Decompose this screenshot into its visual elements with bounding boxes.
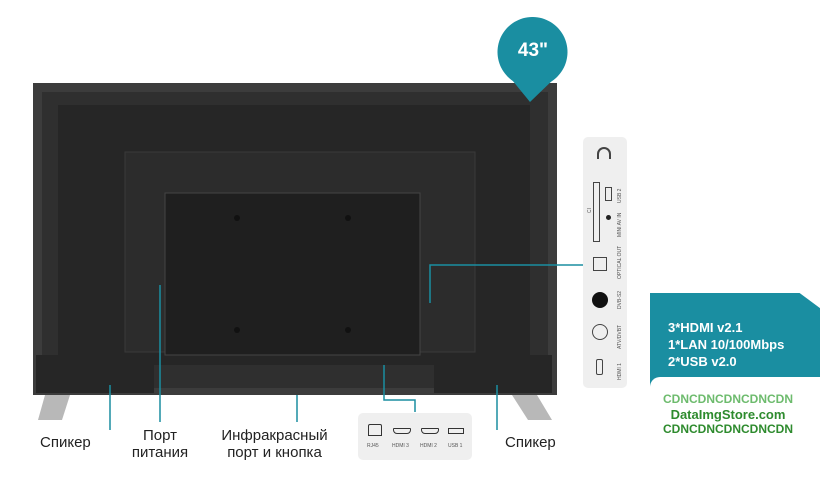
atv-label: ATV/DVBT: [617, 324, 623, 349]
callout-lines: [109, 264, 583, 430]
rj45-label: RJ45: [367, 443, 379, 449]
watermark-line1: CDNCDNCDNCDNCDN: [663, 392, 793, 406]
speaker-right-label: Спикер: [505, 434, 556, 451]
watermark-line2: DataImgStore.com: [670, 407, 786, 422]
hdmi3-label: HDMI 3: [392, 443, 409, 449]
atv-port-icon: [592, 324, 608, 340]
ci-label: CI: [587, 208, 593, 213]
usb1-label: USB 1: [448, 443, 463, 449]
spec-usb: 2*USB v2.0: [668, 354, 737, 369]
hdmi-port-icon: [393, 428, 411, 434]
ir-label-line2: порт и кнопка: [227, 444, 322, 461]
spec-lan: 1*LAN 10/100Mbps: [668, 337, 785, 352]
left-speaker: [36, 355, 154, 393]
usb-port-icon: [605, 187, 612, 201]
specs-box: 3*HDMI v2.1 1*LAN 10/100Mbps 2*USB v2.0: [650, 293, 820, 377]
watermark-line3: CDNCDNCDNCDNCDN: [663, 422, 793, 436]
rj45-icon: [368, 424, 382, 436]
left-foot: [38, 395, 70, 420]
hdmi-port-icon: [421, 428, 439, 434]
size-badge: 43": [517, 40, 549, 61]
dvbs2-label: DVB-S2: [617, 290, 623, 309]
hdmi2-label: HDMI 2: [420, 443, 437, 449]
usb2-label: USB 2: [617, 188, 623, 203]
speaker-left-label: Спикер: [40, 434, 91, 451]
optical-port-icon: [593, 257, 607, 271]
right-speaker: [434, 355, 552, 393]
hdmi-port-icon: [596, 359, 603, 375]
mini-av-label: MINI AV IN: [617, 212, 623, 237]
power-label-line1: Порт: [142, 427, 177, 444]
optical-label: OPTICAL OUT: [617, 245, 623, 279]
ir-port-label: Инфракрасный порт и кнопка: [212, 427, 337, 461]
usb-port-icon: [448, 428, 464, 434]
dvbs2-port-icon: [592, 292, 608, 308]
hdmi1-label: HDMI 1: [617, 363, 623, 380]
ir-label-line1: Инфракрасный: [221, 427, 328, 444]
ci-slot-icon: [593, 182, 600, 242]
bottom-port-panel: RJ45 HDMI 3 HDMI 2 USB 1: [358, 413, 472, 460]
headphone-icon: [597, 147, 611, 159]
power-label-line2: питания: [131, 444, 189, 461]
spec-hdmi: 3*HDMI v2.1: [668, 320, 743, 335]
right-foot: [512, 395, 552, 420]
back-plate: [164, 192, 421, 356]
side-port-panel: CI USB 2 MINI AV IN OPTICAL OUT DVB-S2 A…: [583, 137, 627, 388]
watermark: CDNCDNCDNCDNCDN DataImgStore.com CDNCDNC…: [663, 392, 793, 437]
power-port-label: Порт питания: [120, 427, 200, 461]
mini-av-icon: [606, 215, 611, 220]
